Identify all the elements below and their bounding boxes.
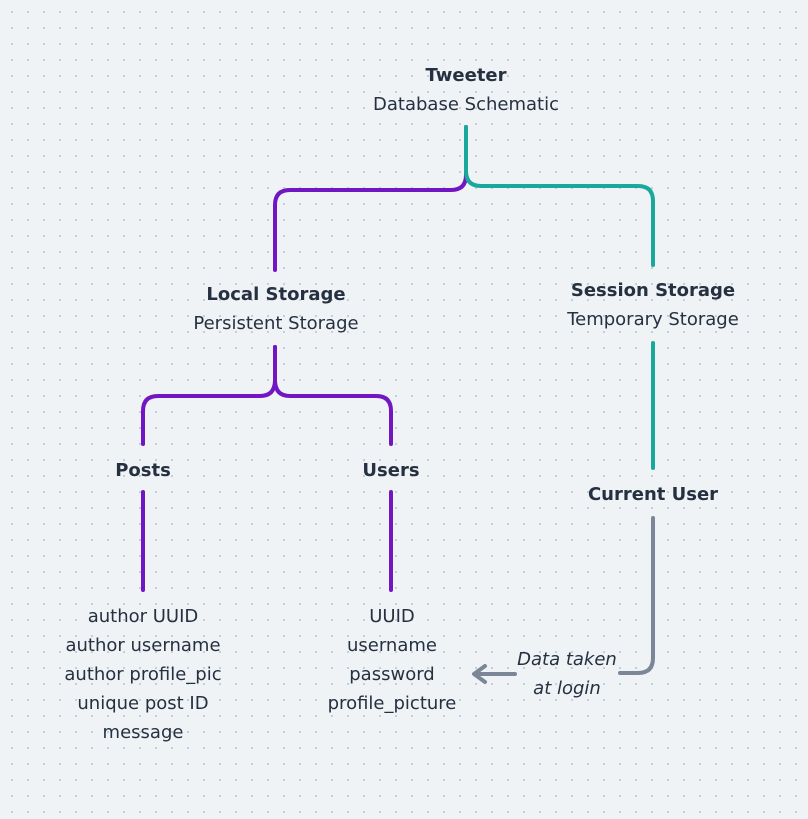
users-fields: UUID username password profile_picture	[328, 602, 457, 718]
posts-field: unique post ID	[77, 693, 209, 714]
annotation-line-1: Data taken	[517, 649, 617, 670]
users-field: UUID	[369, 606, 415, 627]
posts-field: author UUID	[87, 606, 199, 627]
root-title: Tweeter	[425, 65, 507, 86]
connector-local-to-posts	[141, 345, 277, 446]
session-storage-node: Session Storage Temporary Storage	[567, 276, 739, 334]
posts-field: author profile_pic	[64, 664, 222, 685]
connector-root-to-local	[273, 125, 468, 272]
session-storage-subtitle: Temporary Storage	[567, 309, 739, 330]
local-storage-subtitle: Persistent Storage	[193, 313, 359, 334]
connector-current-user-to-annotation	[618, 516, 655, 675]
posts-field: author username	[65, 635, 221, 656]
connector-local-to-users	[273, 345, 393, 446]
root-node: Tweeter Database Schematic	[373, 61, 559, 119]
local-storage-title: Local Storage	[206, 284, 346, 305]
data-taken-annotation: Data taken at login	[517, 645, 617, 703]
data-flow-arrow	[472, 664, 517, 684]
session-storage-title: Session Storage	[570, 280, 736, 301]
root-subtitle: Database Schematic	[373, 94, 559, 115]
users-title: Users	[362, 460, 420, 481]
annotation-line-2: at login	[533, 678, 601, 699]
posts-fields: author UUID author username author profi…	[64, 602, 221, 747]
connector-root-to-session	[464, 125, 655, 267]
posts-field: message	[102, 722, 184, 743]
users-field: username	[346, 635, 437, 656]
users-field: password	[349, 664, 435, 685]
posts-title: Posts	[115, 460, 171, 481]
current-user-title: Current User	[587, 484, 719, 505]
users-field: profile_picture	[327, 693, 457, 714]
local-storage-node: Local Storage Persistent Storage	[193, 280, 358, 338]
